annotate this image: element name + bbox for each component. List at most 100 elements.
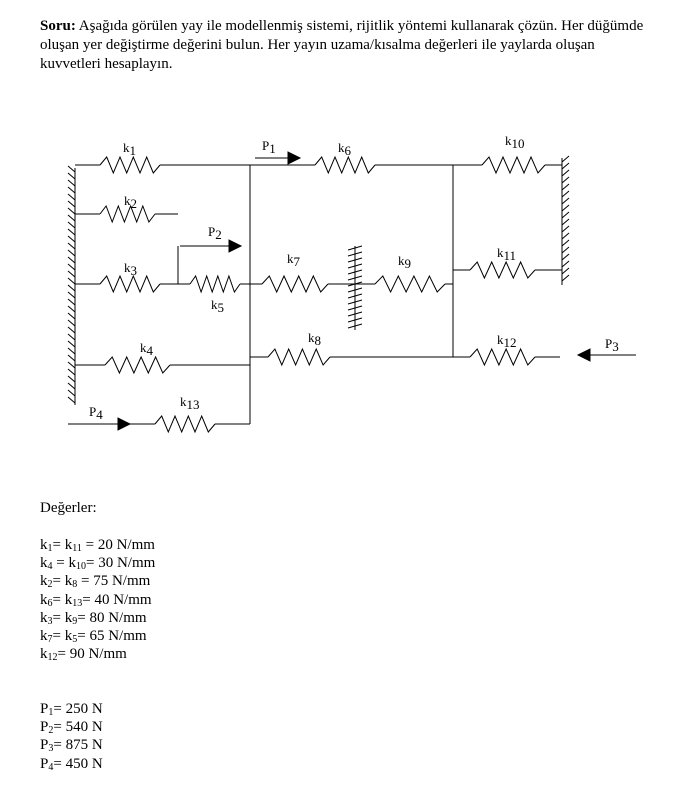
left-wall-hatch [67,228,76,236]
diagram-lines [67,151,636,434]
middle-support-hatch [347,317,363,323]
label-subscript: 9 [405,256,412,271]
label-subscript: 5 [218,300,225,315]
stiffness-row: k12= 90 N/mm [40,646,127,664]
label-subscript: 4 [147,343,154,358]
label-subscript: 1 [130,143,137,158]
question-text: Soru: Aşağıda görülen yay ile modellenmi… [40,17,650,74]
right-wall-hatch [561,260,570,268]
left-wall-hatch [67,375,76,383]
label-symbol: k [505,133,512,148]
right-wall-hatch [561,225,570,233]
k9-label: k9 [398,253,411,271]
value: 40 N/mm [94,591,152,608]
label-subscript: 13 [187,397,200,412]
stiffness-row: k6= k13= 40 N/mm [40,591,152,609]
middle-support-hatch [347,257,363,263]
symbol-subscript: 11 [72,543,82,554]
label-symbol: P [89,404,96,419]
symbol: k [40,591,48,608]
right-wall-hatch [561,246,570,254]
middle-support-hatch [347,245,363,251]
value: 20 N/mm [97,537,155,553]
symbol: k [64,628,73,645]
symbol-subscript: 5 [72,634,78,646]
load-row: P2= 540 N [40,719,103,737]
left-wall-hatch [67,368,76,376]
symbol-subscript: 12 [47,652,58,664]
left-wall-hatch [67,179,76,187]
P4-label: P4 [89,404,103,422]
label-subscript: 1 [269,141,276,156]
k2-label: k2 [124,193,137,211]
symbol: k [40,609,48,626]
symbol: P [40,719,49,736]
symbol-subscript: 10 [75,561,86,573]
left-wall-hatch [67,256,76,264]
right-wall-hatch [561,197,570,205]
spring-k11 [469,260,536,280]
symbol: k [40,537,48,553]
P3-label: P3 [605,336,619,354]
right-wall-hatch [561,162,570,170]
label-symbol: k [124,193,131,208]
value: 65 N/mm [89,628,147,645]
label-symbol: k [123,140,130,155]
right-wall-hatch [561,190,570,198]
label-subscript: 3 [131,263,138,278]
left-wall-hatch [67,305,76,313]
label-subscript: 11 [504,248,517,263]
symbol: k [68,555,76,572]
symbol-subscript: 3 [47,615,53,627]
left-wall-hatch [67,200,76,208]
load-P4-arrow-head [117,417,132,431]
label-symbol: k [338,140,345,155]
spring-k10 [481,155,546,175]
stiffness-row: k4 = k10= 30 N/mm [40,555,156,573]
left-wall-hatch [67,396,76,404]
right-wall-hatch [561,169,570,177]
label-subscript: 4 [96,407,103,422]
right-wall-hatch [561,183,570,191]
right-wall-hatch [561,274,570,282]
right-wall-hatch [561,204,570,212]
value: 90 N/mm [69,646,127,663]
load-P2-arrow-head [228,239,243,253]
label-subscript: 12 [504,335,517,350]
label-subscript: 10 [512,136,525,151]
label-subscript: 6 [345,143,352,158]
right-wall-hatch [561,239,570,247]
middle-support-hatch [347,251,363,257]
k8-label: k8 [308,330,321,348]
stiffness-row: k3= k9= 80 N/mm [40,609,147,627]
P1-label: P1 [262,138,276,156]
label-symbol: k [180,394,187,409]
middle-support-hatch [347,269,363,275]
spring-k6 [314,155,376,175]
symbol-subscript: 4 [47,561,53,573]
spring-k1 [99,155,161,175]
symbol-subscript: 7 [47,634,53,646]
value: 75 N/mm [93,573,151,590]
symbol: P [40,701,49,717]
right-wall-hatch [561,267,570,275]
k4-label: k4 [140,340,154,358]
label-subscript: 8 [315,333,322,348]
left-wall-hatch [67,186,76,194]
right-wall-hatch [561,176,570,184]
k12-label: k12 [497,332,517,350]
right-wall-hatch [561,155,570,163]
label-subscript: 3 [612,339,619,354]
k6-label: k6 [338,140,352,158]
symbol-subscript: 8 [72,579,78,591]
middle-support-hatch [347,311,363,317]
load-row: P3= 875 N [40,737,103,755]
symbol-subscript: 1 [47,543,53,554]
symbol-subscript: 13 [72,597,83,609]
symbol-subscript: 9 [72,615,78,627]
middle-support-hatch [347,305,363,311]
right-wall-hatch [561,253,570,261]
symbol-subscript: 1 [48,707,54,718]
value: 30 N/mm [98,555,156,572]
